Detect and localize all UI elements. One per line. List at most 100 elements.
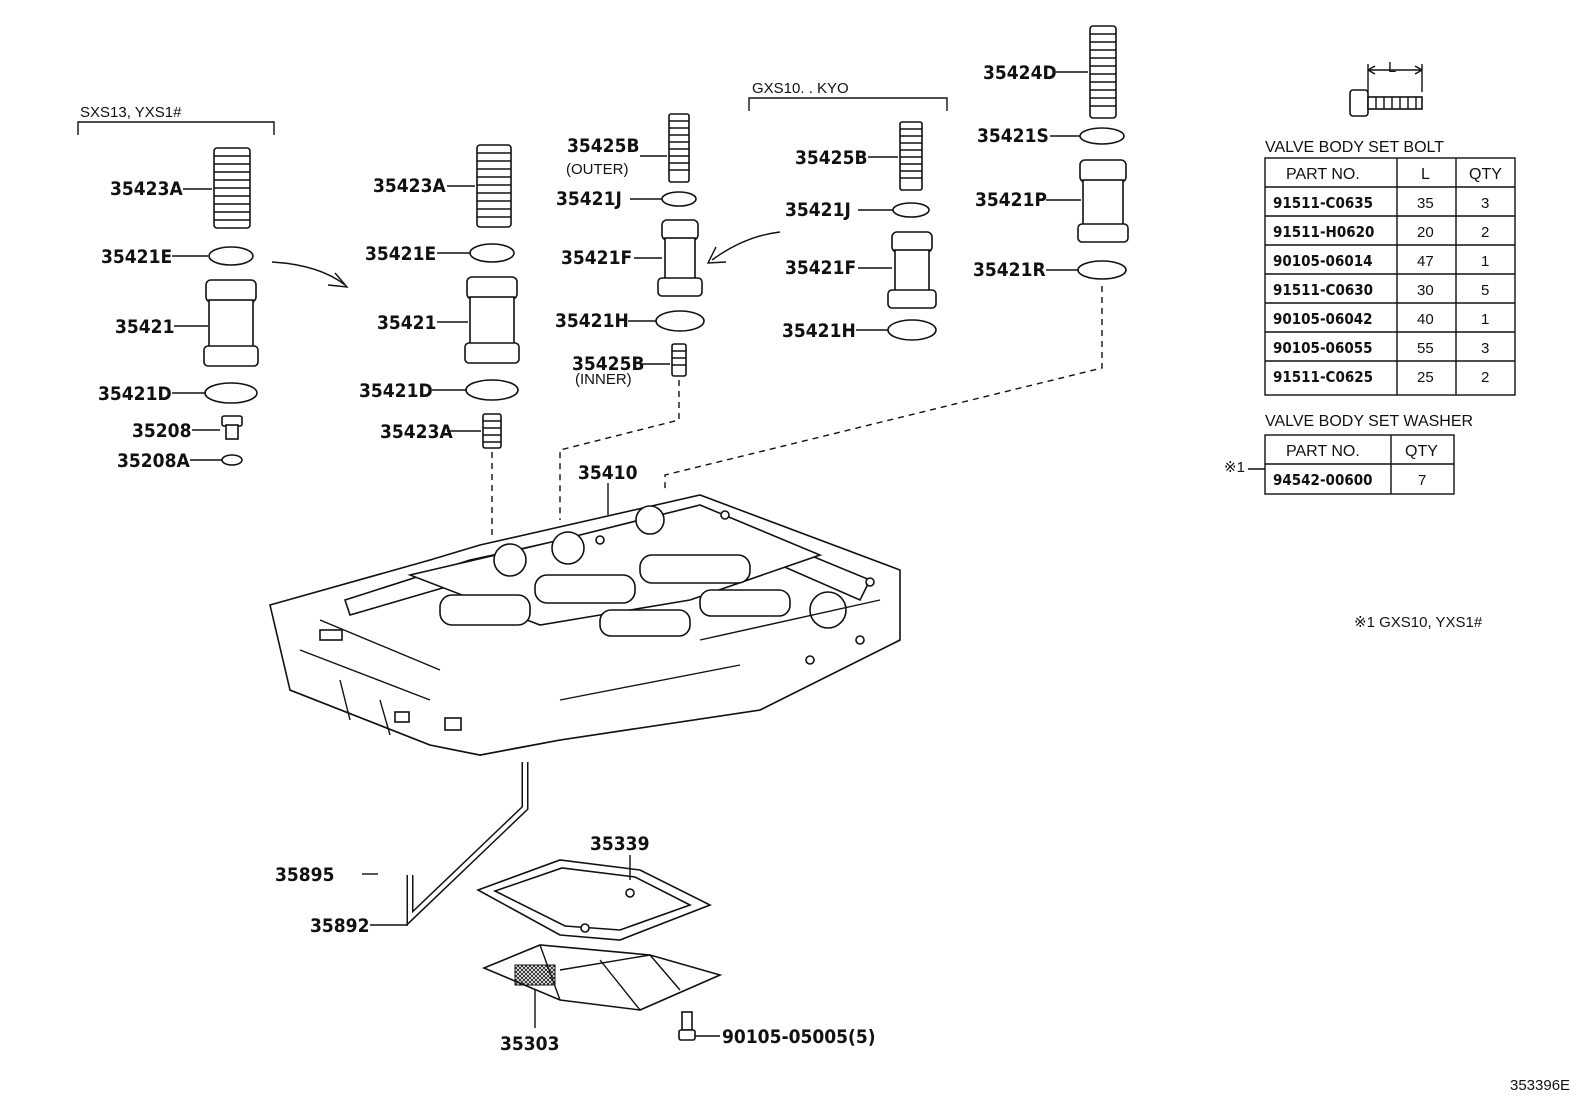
bolt-row-1-l: 35	[1417, 195, 1434, 212]
bolt-row-4-l: 30	[1417, 282, 1434, 299]
o-ring-35421e-left	[208, 246, 254, 266]
o-ring-35421d-left	[204, 382, 258, 404]
washer-marker: ※1	[1224, 459, 1245, 476]
leader-lines	[172, 71, 1088, 1037]
label-35208: 35208	[132, 420, 191, 442]
bolt-row-5-qty: 1	[1481, 311, 1489, 328]
bolt-row-3-part: 90105-06014	[1273, 252, 1373, 270]
bolt-row-7-part: 91511-C0625	[1273, 368, 1373, 386]
sleeve-35421f-right	[887, 231, 937, 309]
bolt-row-7-qty: 2	[1481, 369, 1489, 386]
plug-35208	[221, 415, 243, 440]
label-35421r: 35421R	[973, 259, 1046, 281]
bolt-row-5-l: 40	[1417, 311, 1434, 328]
bolt-row-1-part: 91511-C0635	[1273, 194, 1373, 212]
label-35423a-mid: 35423A	[373, 175, 446, 197]
bolt-row-6-l: 55	[1417, 340, 1434, 357]
bolt-90105-05005	[678, 1011, 696, 1041]
washer-row-1-part: 94542-00600	[1273, 471, 1373, 489]
dash-line-col5	[664, 286, 1103, 492]
o-ring-35421h-left	[655, 310, 705, 332]
washer-table-header-part: PART NO.	[1286, 443, 1360, 460]
dash-line-col3	[559, 380, 680, 520]
bolt-row-2-l: 20	[1417, 224, 1434, 241]
washer-row-1-qty: 7	[1418, 472, 1426, 489]
label-35339: 35339	[590, 833, 649, 855]
label-35423a-left: 35423A	[110, 178, 183, 200]
label-35421j-left: 35421J	[556, 188, 622, 210]
label-35410: 35410	[578, 462, 638, 484]
o-ring-35421d-mid	[465, 379, 519, 401]
diagram-id: 353396E	[1510, 1077, 1570, 1094]
label-35423a-small: 35423A	[380, 421, 453, 443]
bolt-row-4-part: 91511-C0630	[1273, 281, 1373, 299]
spring-35425b-inner	[671, 343, 687, 377]
part-labels: 35423A 35421E 35421 35421D 35208 35208A …	[98, 62, 1057, 1055]
pipe-35892	[406, 762, 529, 927]
label-35303: 35303	[500, 1033, 559, 1055]
label-35425b-inner: 35425B	[572, 353, 645, 375]
o-ring-35421h-right	[887, 319, 937, 341]
spring-35423a-left	[213, 147, 251, 229]
spring-35423a-mid	[476, 144, 512, 228]
label-35421d-mid: 35421D	[359, 380, 433, 402]
o-ring-35421j-right	[892, 202, 930, 218]
bolt-row-5-part: 90105-06042	[1273, 310, 1373, 328]
label-35421f-left: 35421F	[561, 247, 632, 269]
bolt-row-2-part: 91511-H0620	[1273, 223, 1374, 241]
label-35421p: 35421P	[975, 189, 1047, 211]
label-35424d: 35424D	[983, 62, 1057, 84]
bolt-row-3-l: 47	[1417, 253, 1434, 270]
bolt-row-2-qty: 2	[1481, 224, 1489, 241]
bolt-row-4-qty: 5	[1481, 282, 1489, 299]
group-bracket-left: SXS13, YXS1#	[77, 104, 275, 135]
ball-35208a	[221, 454, 243, 466]
bolt-table-title: VALVE BODY SET BOLT	[1265, 139, 1444, 156]
bolt-table-header-qty: QTY	[1469, 166, 1502, 183]
bolt-table: VALVE BODY SET BOLT PART NO. L QTY 91511…	[1264, 139, 1516, 396]
spring-35424d	[1089, 25, 1117, 119]
group-label-left: SXS13, YXS1#	[80, 104, 182, 121]
spring-35425b-right	[899, 121, 923, 191]
spring-35423a-small	[482, 413, 502, 449]
bolt-row-1-qty: 3	[1481, 195, 1489, 212]
arrow-swap-left	[271, 261, 349, 288]
o-ring-35421r	[1077, 260, 1127, 280]
label-outer: (OUTER)	[566, 161, 629, 178]
washer-table-title: VALVE BODY SET WASHER	[1265, 413, 1473, 430]
label-35421h-left: 35421H	[555, 310, 629, 332]
sleeve-35421p	[1077, 159, 1129, 243]
arrow-swap-right	[706, 231, 781, 264]
bolt-table-header-part: PART NO.	[1286, 166, 1360, 183]
gasket-35339	[476, 859, 712, 941]
label-35421e-mid: 35421E	[365, 243, 436, 265]
label-35421s: 35421S	[977, 125, 1049, 147]
bolt-row-6-part: 90105-06055	[1273, 339, 1373, 357]
label-bolt-90105-05005: 90105-05005(5)	[722, 1026, 876, 1048]
valve-body-35410	[269, 494, 901, 756]
bolt-row-7-l: 25	[1417, 369, 1434, 386]
label-35892: 35892	[310, 915, 369, 937]
o-ring-35421e-mid	[469, 243, 515, 263]
sleeve-35421f-left	[657, 219, 703, 297]
washer-table: VALVE BODY SET WASHER PART NO. QTY 94542…	[1224, 413, 1473, 495]
label-35425b-right: 35425B	[795, 147, 868, 169]
label-35208a: 35208A	[117, 450, 190, 472]
label-35421j-right: 35421J	[785, 199, 851, 221]
bolt-table-header-l: L	[1421, 166, 1430, 183]
pipe-35895	[373, 775, 482, 895]
label-35421d-left: 35421D	[98, 383, 172, 405]
bolt-row-6-qty: 3	[1481, 340, 1489, 357]
spring-35425b-outer	[668, 113, 690, 183]
sleeve-35421-mid	[464, 276, 520, 364]
dimension-label-l: L	[1388, 59, 1396, 76]
label-35425b-outer: 35425B	[567, 135, 640, 157]
washer-table-header-qty: QTY	[1405, 443, 1438, 460]
label-inner: (INNER)	[575, 371, 632, 388]
strainer-35303	[481, 944, 723, 1011]
sleeve-35421-left	[203, 279, 259, 367]
label-35421-left: 35421	[115, 316, 174, 338]
group-label-right: GXS10. . KYO	[752, 80, 849, 97]
group-bracket-right: GXS10. . KYO	[748, 80, 948, 111]
